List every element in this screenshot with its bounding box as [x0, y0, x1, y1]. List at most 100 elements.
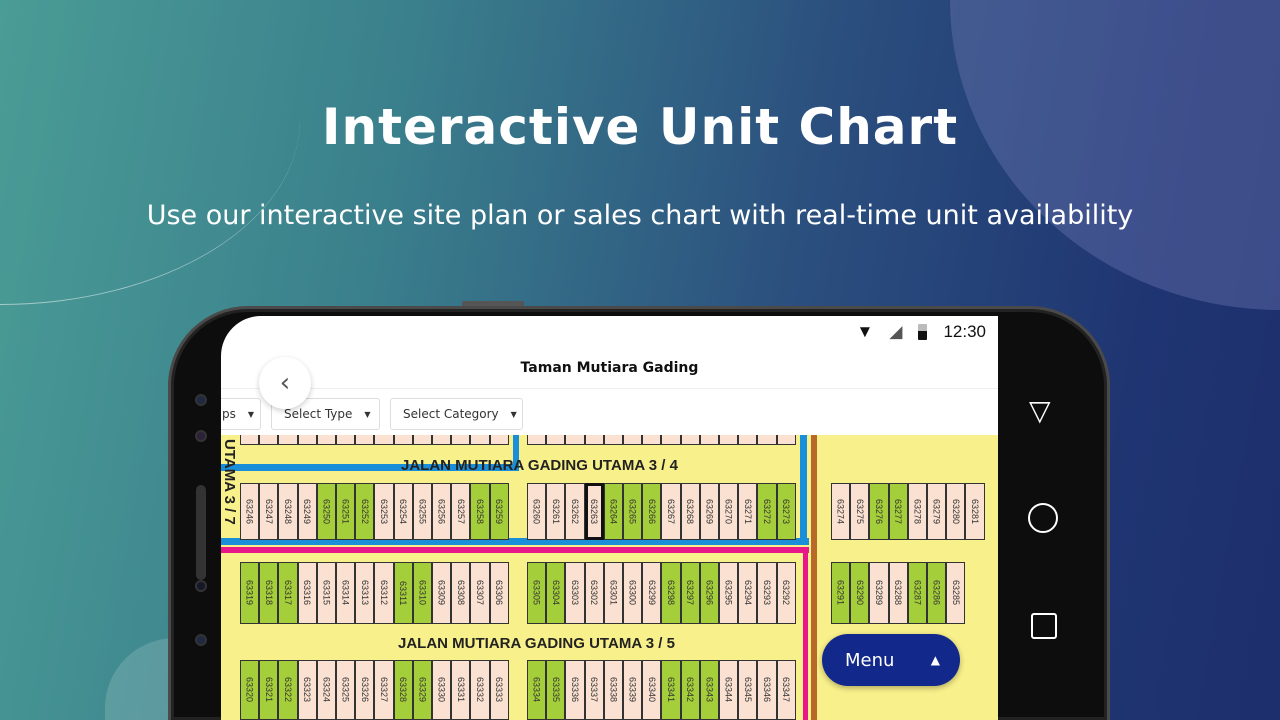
unit-lot[interactable]: 63246	[240, 483, 260, 540]
nav-recents-icon[interactable]	[1031, 613, 1057, 639]
unit-lot[interactable]: 63344	[719, 660, 739, 720]
unit-lot[interactable]: 63276	[869, 483, 889, 540]
nav-home-icon[interactable]	[1028, 503, 1058, 533]
unit-lot[interactable]: 63305	[527, 562, 547, 624]
unit-lot[interactable]: 63311	[393, 562, 413, 624]
unit-lot[interactable]: 63261	[546, 483, 566, 540]
unit-lot[interactable]: 63286	[927, 562, 947, 624]
unit-lot[interactable]: 63320	[240, 660, 260, 720]
unit-lot-partial[interactable]	[738, 435, 758, 445]
unit-lot[interactable]: 63319	[240, 562, 260, 624]
unit-lot[interactable]: 63295	[719, 562, 739, 624]
unit-lot-partial[interactable]	[757, 435, 777, 445]
unit-lot-partial[interactable]	[719, 435, 739, 445]
unit-lot[interactable]: 63277	[888, 483, 908, 540]
unit-lot[interactable]: 63296	[699, 562, 719, 624]
unit-lot[interactable]: 63334	[527, 660, 547, 720]
unit-lot[interactable]: 63330	[432, 660, 452, 720]
unit-lot[interactable]: 63317	[278, 562, 298, 624]
unit-lot-partial[interactable]	[489, 435, 509, 445]
unit-lot[interactable]: 63332	[470, 660, 490, 720]
unit-lot-partial[interactable]	[393, 435, 413, 445]
unit-lot[interactable]: 63329	[412, 660, 432, 720]
unit-lot[interactable]: 63281	[965, 483, 985, 540]
unit-lot[interactable]: 63346	[757, 660, 777, 720]
back-button[interactable]: ‹	[259, 357, 311, 409]
unit-lot[interactable]: 63289	[869, 562, 889, 624]
unit-lot[interactable]: 63312	[374, 562, 394, 624]
unit-lot[interactable]: 63342	[680, 660, 700, 720]
unit-lot[interactable]: 63318	[259, 562, 279, 624]
unit-lot-partial[interactable]	[546, 435, 566, 445]
unit-lot[interactable]: 63310	[412, 562, 432, 624]
unit-lot[interactable]: 63280	[946, 483, 966, 540]
unit-lot-partial[interactable]	[240, 435, 260, 445]
unit-lot[interactable]: 63313	[355, 562, 375, 624]
unit-lot[interactable]: 63326	[355, 660, 375, 720]
unit-lot[interactable]: 63253	[374, 483, 394, 540]
unit-lot[interactable]: 63316	[297, 562, 317, 624]
unit-lot[interactable]: 63274	[831, 483, 851, 540]
unit-lot-partial[interactable]	[297, 435, 317, 445]
unit-lot-partial[interactable]	[642, 435, 662, 445]
unit-lot-partial[interactable]	[603, 435, 623, 445]
unit-lot[interactable]: 63256	[432, 483, 452, 540]
unit-lot-selected[interactable]: 63263	[584, 483, 604, 540]
unit-lot[interactable]: 63347	[776, 660, 796, 720]
unit-lot[interactable]: 63328	[393, 660, 413, 720]
unit-lot[interactable]: 63264	[603, 483, 623, 540]
unit-lot[interactable]: 63247	[259, 483, 279, 540]
unit-lot[interactable]: 63300	[623, 562, 643, 624]
unit-lot[interactable]: 63255	[412, 483, 432, 540]
unit-lot[interactable]: 63308	[451, 562, 471, 624]
unit-lot[interactable]: 63323	[297, 660, 317, 720]
unit-lot[interactable]: 63252	[355, 483, 375, 540]
unit-lot[interactable]: 63343	[699, 660, 719, 720]
unit-lot[interactable]: 63267	[661, 483, 681, 540]
unit-lot[interactable]: 63260	[527, 483, 547, 540]
menu-button[interactable]: Menu▲	[822, 634, 960, 686]
unit-lot-partial[interactable]	[451, 435, 471, 445]
unit-lot-partial[interactable]	[336, 435, 356, 445]
unit-lot[interactable]: 63331	[451, 660, 471, 720]
unit-lot-partial[interactable]	[374, 435, 394, 445]
unit-lot-partial[interactable]	[584, 435, 604, 445]
unit-lot[interactable]: 63307	[470, 562, 490, 624]
unit-lot[interactable]: 63249	[297, 483, 317, 540]
unit-lot-partial[interactable]	[470, 435, 490, 445]
unit-lot[interactable]: 63304	[546, 562, 566, 624]
unit-lot[interactable]: 63285	[946, 562, 966, 624]
unit-lot[interactable]: 63335	[546, 660, 566, 720]
unit-lot[interactable]: 63327	[374, 660, 394, 720]
unit-lot[interactable]: 63340	[642, 660, 662, 720]
unit-lot[interactable]: 63321	[259, 660, 279, 720]
unit-lot[interactable]: 63303	[565, 562, 585, 624]
unit-lot[interactable]: 63254	[393, 483, 413, 540]
unit-lot[interactable]: 63251	[336, 483, 356, 540]
unit-lot[interactable]: 63309	[432, 562, 452, 624]
unit-lot[interactable]: 63324	[316, 660, 336, 720]
unit-lot[interactable]: 63299	[642, 562, 662, 624]
unit-lot-partial[interactable]	[278, 435, 298, 445]
unit-lot-partial[interactable]	[699, 435, 719, 445]
unit-lot-partial[interactable]	[680, 435, 700, 445]
unit-lot[interactable]: 63306	[489, 562, 509, 624]
unit-lot[interactable]: 63294	[738, 562, 758, 624]
unit-lot-partial[interactable]	[259, 435, 279, 445]
unit-lot[interactable]: 63292	[776, 562, 796, 624]
unit-lot[interactable]: 63268	[680, 483, 700, 540]
unit-lot[interactable]: 63273	[776, 483, 796, 540]
unit-lot[interactable]: 63259	[489, 483, 509, 540]
unit-lot[interactable]: 63333	[489, 660, 509, 720]
unit-lot[interactable]: 63248	[278, 483, 298, 540]
unit-lot-partial[interactable]	[412, 435, 432, 445]
unit-lot[interactable]: 63298	[661, 562, 681, 624]
unit-lot[interactable]: 63258	[470, 483, 490, 540]
unit-lot[interactable]: 63278	[907, 483, 927, 540]
unit-lot[interactable]: 63275	[850, 483, 870, 540]
select-phase-dropdown[interactable]: ps▼	[221, 398, 261, 430]
unit-lot[interactable]: 63262	[565, 483, 585, 540]
unit-lot[interactable]: 63345	[738, 660, 758, 720]
unit-lot[interactable]: 63293	[757, 562, 777, 624]
unit-lot[interactable]: 63314	[336, 562, 356, 624]
